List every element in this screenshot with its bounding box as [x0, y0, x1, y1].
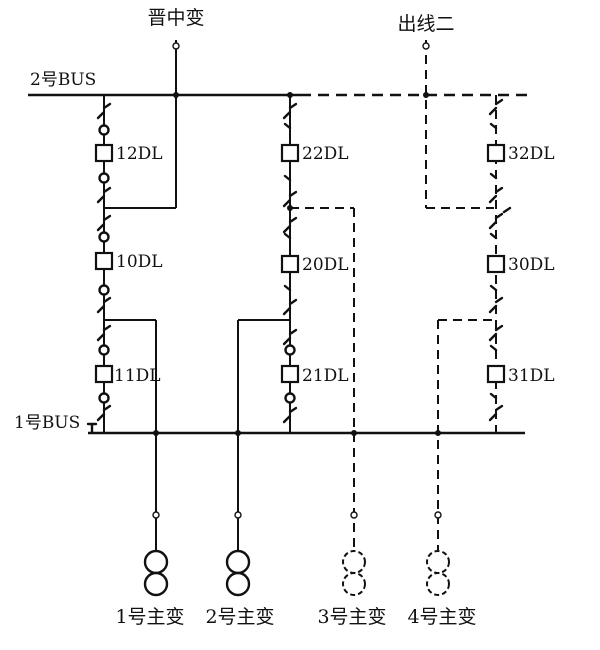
label-breaker-30dl: 30DL	[508, 255, 555, 275]
label-transformer-1: 1号主变	[115, 606, 184, 628]
feeder-outline-2	[422, 40, 494, 209]
label-breaker-10dl: 10DL	[116, 252, 163, 272]
label-breaker-22dl: 22DL	[302, 144, 349, 164]
column-3	[486, 95, 512, 433]
label-breaker-31dl: 31DL	[508, 366, 555, 386]
label-breaker-20dl: 20DL	[302, 255, 349, 275]
column-1	[94, 95, 114, 433]
branch-t4	[434, 319, 496, 550]
label-bus-1: 1号BUS	[14, 413, 80, 433]
label-jinzhong: 晋中变	[147, 7, 204, 29]
branch-t3	[290, 207, 358, 550]
feeder-jinzhong	[104, 40, 180, 209]
column-2	[280, 92, 300, 433]
label-transformer-4: 4号主变	[407, 606, 476, 628]
label-breaker-21dl: 21DL	[302, 366, 349, 386]
bus-1-end-symbol	[86, 422, 98, 434]
label-breaker-32dl: 32DL	[508, 144, 555, 164]
label-outline-2: 出线二	[397, 13, 454, 35]
transformer-1	[143, 549, 169, 597]
label-breaker-12dl: 12DL	[116, 144, 163, 164]
transformer-2	[225, 549, 251, 597]
branch-t1	[104, 319, 160, 550]
transformer-3	[342, 550, 366, 596]
label-transformer-3: 3号主变	[317, 606, 386, 628]
transformer-4	[426, 550, 450, 596]
label-breaker-11dl: 11DL	[114, 366, 161, 386]
label-bus-2: 2号BUS	[30, 70, 96, 90]
branch-t2	[234, 319, 290, 550]
label-transformer-2: 2号主变	[205, 606, 274, 628]
